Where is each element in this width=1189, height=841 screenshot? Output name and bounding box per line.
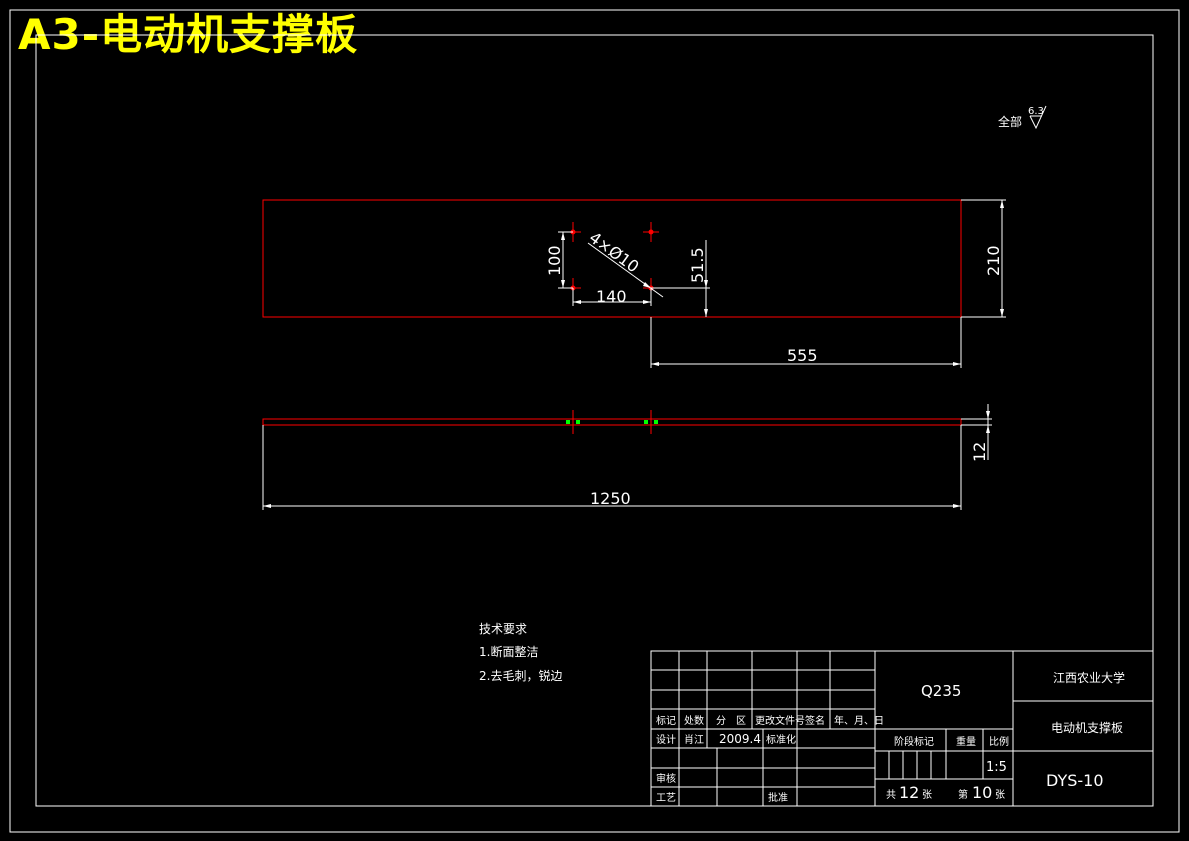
designer: 肖江 [684, 733, 704, 746]
approve-label: 批准 [768, 791, 788, 804]
dim-hole-h-spacing: 140 [596, 287, 627, 306]
drawing-no: DYS-10 [1046, 771, 1104, 790]
part-name: 电动机支撑板 [1051, 720, 1123, 735]
col-count: 处数 [684, 714, 704, 727]
plate-outline [262, 199, 962, 318]
col-mark: 标记 [656, 715, 676, 727]
dim-hole-label: 4×Ø10 [586, 228, 643, 277]
holes [570, 229, 654, 291]
inner-frame [35, 34, 1154, 807]
col-zone: 分 区 [716, 715, 746, 727]
side-dimension-lines [262, 404, 992, 510]
dim-thickness: 12 [970, 442, 989, 462]
roughness-prefix: 全部 [998, 114, 1022, 129]
design-label: 设计 [656, 733, 676, 746]
total-suffix: 张 [922, 789, 932, 801]
dim-height: 210 [984, 245, 1003, 276]
top-dimension-lines [558, 199, 1006, 368]
sheet-no: 10 [972, 783, 992, 802]
scale-label: 比例 [989, 735, 1009, 748]
material: Q235 [921, 682, 961, 700]
tech-item-2: 2.去毛刺，锐边 [479, 669, 562, 683]
design-date: 2009.4 [719, 732, 761, 746]
title-block [650, 650, 1154, 807]
col-date: 年、月、日 [834, 714, 884, 727]
roughness-value: 6.3 [1028, 106, 1044, 117]
school: 江西农业大学 [1053, 670, 1125, 685]
std-label: 标准化 [766, 733, 796, 746]
tech-title: 技术要求 [479, 622, 527, 636]
hole-section-hatch [566, 420, 658, 424]
dim-width-total: 1250 [590, 489, 631, 508]
title-block-text: 标记 处数 分 区 更改文件号 签名 年、月、日 设计 肖江 2009.4 标准… [656, 670, 1125, 804]
total-sheets: 12 [899, 783, 919, 802]
tech-item-1: 1.断面整洁 [479, 644, 538, 659]
weight-label: 重量 [956, 735, 976, 748]
review-label: 审核 [656, 772, 676, 785]
process-label: 工艺 [656, 792, 676, 804]
dim-offset: 555 [787, 346, 818, 365]
stage-label: 阶段标记 [894, 735, 934, 748]
dim-hole-from-bottom: 51.5 [688, 247, 707, 283]
col-sign: 签名 [805, 714, 825, 727]
col-change-doc: 更改文件号 [755, 714, 805, 727]
plate-side-outline [262, 418, 962, 426]
tech-requirements: 技术要求 1.断面整洁 2.去毛刺，锐边 [479, 622, 562, 683]
dim-hole-v-spacing: 100 [545, 245, 564, 276]
outer-frame [9, 9, 1180, 833]
roughness-check-icon [1029, 105, 1047, 130]
arrowheads-top [561, 200, 1004, 366]
total-prefix: 共 [886, 789, 896, 801]
side-view: 12 1250 [262, 404, 992, 510]
sheet-prefix: 第 [958, 788, 968, 801]
sheet-suffix: 张 [995, 789, 1005, 801]
scale: 1:5 [986, 760, 1007, 775]
roughness-note: 全部 6.3 [998, 105, 1047, 130]
top-view: 100 140 4×Ø10 51.5 555 210 [262, 199, 1006, 368]
